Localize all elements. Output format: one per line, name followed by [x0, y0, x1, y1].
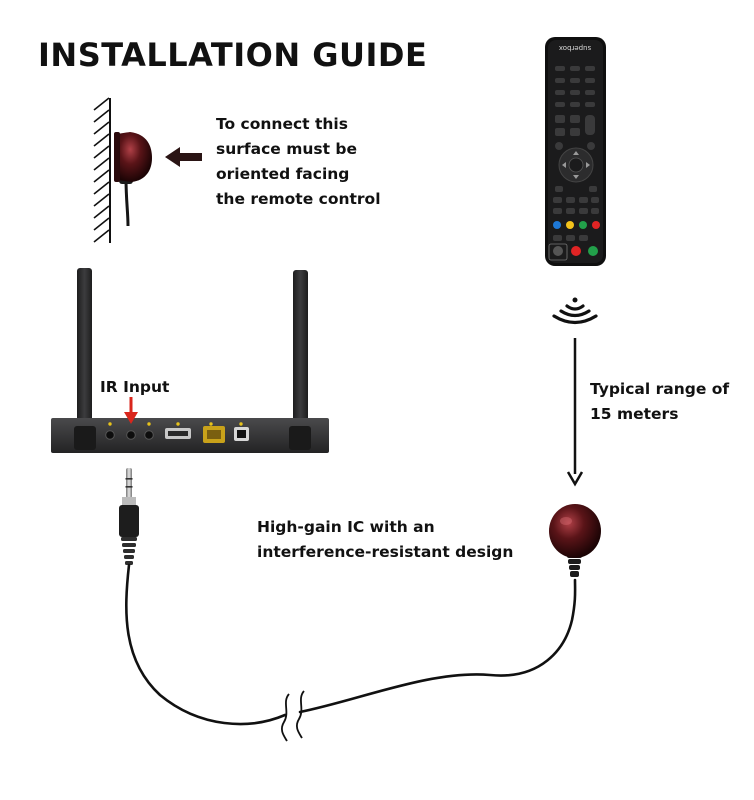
ir-cable: [126, 565, 575, 724]
left-arrow-icon: [165, 147, 202, 167]
signal-wave-icon: [554, 298, 596, 323]
mount-orientation-note: To connect this surface must be oriented…: [216, 112, 381, 212]
ir-input-label: IR Input: [100, 378, 169, 396]
range-arrow: [568, 338, 582, 484]
ic-line: High-gain IC with an: [257, 515, 513, 540]
ir-receiver-sensor: [549, 504, 601, 577]
range-line: Typical range of: [590, 377, 729, 402]
page-title: INSTALLATION GUIDE: [38, 36, 427, 74]
receiver-device: [51, 268, 329, 453]
cable-break-mark: [282, 691, 304, 741]
range-line: 15 meters: [590, 402, 729, 427]
remote-brand-text: superbox: [559, 44, 591, 52]
remote-control: [545, 37, 606, 266]
wall-sensor: [114, 132, 152, 226]
note-line: the remote control: [216, 187, 381, 212]
range-note: Typical range of 15 meters: [590, 377, 729, 427]
wall-hatch: [94, 98, 110, 243]
note-line: oriented facing: [216, 162, 381, 187]
audio-jack-plug: [119, 468, 139, 565]
ic-line: interference-resistant design: [257, 540, 513, 565]
note-line: surface must be: [216, 137, 381, 162]
note-line: To connect this: [216, 112, 381, 137]
ic-design-note: High-gain IC with an interference-resist…: [257, 515, 513, 565]
